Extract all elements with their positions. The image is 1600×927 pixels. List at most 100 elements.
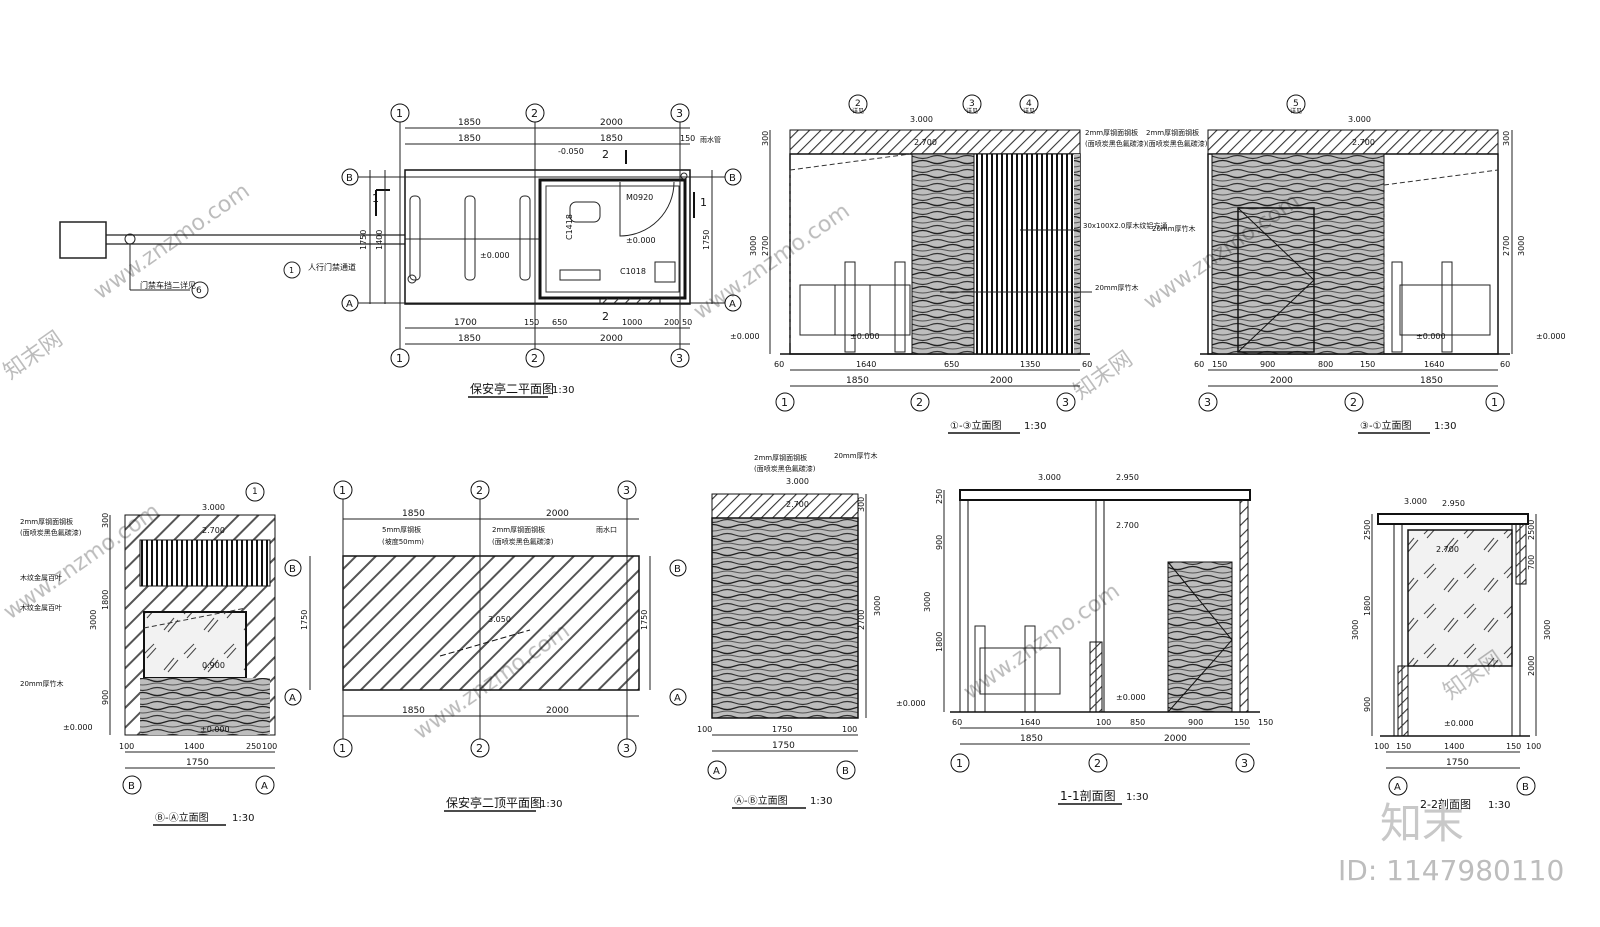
eba-dim-1400: 1400 (184, 742, 204, 751)
s11-dim-3000: 3000 (923, 592, 932, 612)
eba-note-louver: 木纹金属百叶 (20, 573, 62, 582)
s11-dim-60: 60 (952, 718, 962, 727)
eab-dim-1750b: 1750 (772, 741, 795, 751)
tag-3-sub: 详见 (966, 107, 978, 115)
s22-level-0: ±0.000 (1444, 719, 1474, 728)
e31-dim-1640: 1640 (1424, 360, 1444, 369)
plan-dim-bot-1700: 1700 (454, 318, 477, 328)
plan-dim-bot-50: 50 (682, 318, 692, 327)
eba-level-0-left: ±0.000 (63, 723, 93, 732)
s22-axis-B: B (1522, 782, 1529, 793)
plan-axis-B-right: B (729, 173, 736, 184)
e13-level-3: 3.000 (910, 115, 933, 124)
e31-note-wood: 20mm厚竹木 (1152, 224, 1196, 233)
eba-level-0: ±0.000 (200, 725, 230, 734)
eba-level-3: 3.000 (202, 503, 225, 512)
plan-dim-left-1750: 1750 (359, 230, 368, 250)
elevation-1-3: ±0.000 ±0.000 3.000 2.700 2mm厚钢面钢板 (面喷炭黑… (730, 94, 1167, 434)
eba-axis-A: A (261, 781, 268, 792)
s22-dim-100b: 100 (1526, 742, 1541, 751)
roof-note-slope: (坡度50mm) (382, 537, 424, 546)
roof-level: 3.050 (488, 615, 511, 624)
eab-axis-B: B (842, 766, 849, 777)
s11-scale: 1:30 (1126, 792, 1148, 803)
plan-dim-bot2-1850: 1850 (458, 334, 481, 344)
eba-level-09: 0.900 (202, 661, 225, 670)
eab-dim-3000: 3000 (873, 596, 882, 616)
s11-dim-1640: 1640 (1020, 718, 1040, 727)
e13-dim-1850: 1850 (846, 376, 869, 386)
tag-2: 2 (855, 99, 861, 109)
plan-axis-1-bot: 1 (396, 352, 403, 365)
drain-note: 雨水管 (700, 135, 721, 144)
plan-dim-top2-1850: 1850 (458, 134, 481, 144)
e31-dim-300: 300 (1502, 131, 1511, 146)
eab-axis-A: A (713, 766, 720, 777)
e13-axis-1: 1 (781, 396, 788, 409)
eba-note-louver-b: 木纹金属百叶 (20, 603, 62, 612)
window-tag-c1018: C1018 (620, 267, 646, 276)
s11-dim-1850: 1850 (1020, 734, 1043, 744)
e31-scale: 1:30 (1434, 421, 1456, 432)
roof-axis-B-right: B (674, 564, 681, 575)
gate-note: 人行门禁通道 (308, 262, 356, 272)
s22-dim-left-3000: 3000 (1351, 620, 1360, 640)
eab-note-steel: 2mm厚钢面钢板 (754, 453, 807, 462)
s11-dim-100: 100 (1096, 718, 1111, 727)
tag-4-sub: 详见 (1023, 107, 1035, 115)
watermark-site-2: www.znzmo.com (689, 199, 854, 325)
roof-axis-3-top: 3 (623, 484, 630, 497)
eba-dim-100b: 100 (262, 742, 277, 751)
eab-dim-1750: 1750 (772, 725, 792, 734)
eba-note-steel-b: (面喷炭黑色氟碳漆) (20, 528, 82, 537)
e13-dim-1640: 1640 (856, 360, 876, 369)
roof-dim-bot-1850: 1850 (402, 706, 425, 716)
s22-level-3: 3.000 (1404, 497, 1427, 506)
eba-title: Ⓑ-Ⓐ立面图 (155, 811, 209, 824)
elevation-3-1: ±0.000 ±0.000 3.000 2.700 2mm厚钢面钢板 (面喷炭黑… (1146, 94, 1566, 434)
e13-note-grille: 30x100X2.0厚木纹铝方通 (1083, 221, 1167, 230)
eab-level-27: 2.700 (786, 500, 809, 509)
s11-axis-1: 1 (956, 757, 963, 770)
eba-note-steel: 2mm厚钢面钢板 (20, 517, 73, 526)
door-tag: M0920 (626, 193, 653, 202)
s11-title: 1-1剖面图 (1060, 789, 1116, 803)
s22-dim-left-900: 900 (1363, 697, 1372, 712)
s11-axis-2: 2 (1094, 757, 1101, 770)
eab-dim-2700: 2700 (857, 610, 866, 630)
watermark-brand-1: 知末网 (0, 327, 68, 385)
e31-axis-3: 3 (1204, 396, 1211, 409)
s22-level-27: 2.700 (1436, 545, 1459, 554)
watermark-logo: 知末 (1380, 799, 1464, 848)
plan-dim-bot-650: 650 (552, 318, 567, 327)
s11-dim-900: 900 (935, 535, 944, 550)
roof-axis-1-bot: 1 (339, 742, 346, 755)
e31-title: ③-①立面图 (1360, 419, 1412, 432)
s22-level-295: 2.950 (1442, 499, 1465, 508)
plan-dim-right-1750: 1750 (702, 230, 711, 250)
eba-dim-3000: 3000 (89, 610, 98, 630)
e13-note-wood: 20mm厚竹木 (1095, 283, 1139, 292)
roof-title: 保安亭二顶平面图 (446, 795, 542, 810)
s22-dim-right-250: 2500 (1527, 520, 1536, 540)
plan-dim-bot-200: 200 (664, 318, 679, 327)
roof-note-steel2b: (面喷炭黑色氟碳漆) (492, 537, 554, 546)
e31-dim-2700: 2700 (1502, 236, 1511, 256)
roof-note-steel2: 2mm厚钢面钢板 (492, 525, 545, 534)
eab-dim-100: 100 (697, 725, 712, 734)
e31-note-steel: 2mm厚钢面钢板 (1146, 128, 1199, 137)
roof-axis-2-top: 2 (476, 484, 483, 497)
gate-detail-tag: 1 (289, 266, 294, 275)
s22-dim-right-3000: 3000 (1543, 620, 1552, 640)
e31-dim-150: 150 (1212, 360, 1227, 369)
roof-axis-3-bot: 3 (623, 742, 630, 755)
s22-dim-1400: 1400 (1444, 742, 1464, 751)
eba-tag-1: 1 (252, 487, 258, 497)
roof-dim-right-1750: 1750 (640, 610, 649, 630)
plan-dim-top-150: 150 (680, 134, 695, 143)
e31-note-steel-b: (面喷炭黑色氟碳漆) (1146, 139, 1208, 148)
e13-axis-2: 2 (916, 396, 923, 409)
e13-level-0: ±0.000 (850, 332, 880, 341)
s22-axis-A: A (1394, 782, 1401, 793)
s22-dim-150: 150 (1396, 742, 1411, 751)
